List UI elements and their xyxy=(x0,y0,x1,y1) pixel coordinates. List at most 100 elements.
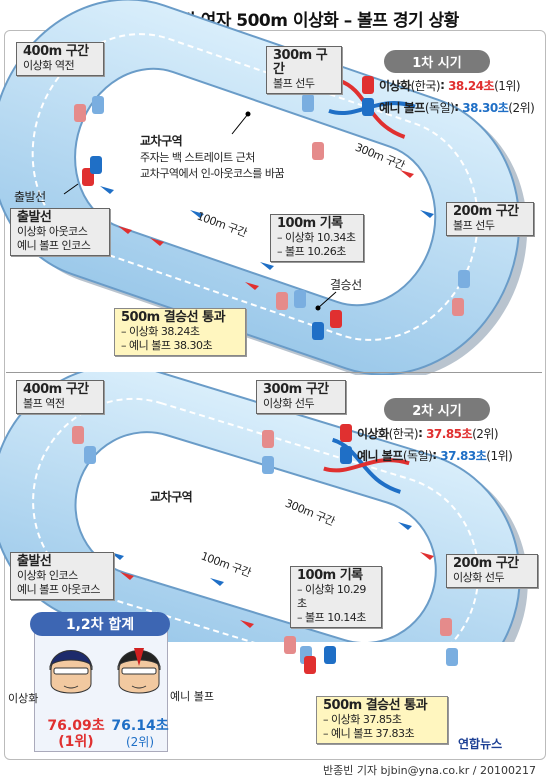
callout-text: 볼프 역전 xyxy=(23,397,65,410)
skater-blue-marker xyxy=(84,446,96,464)
cross-zone-note: 주자는 백 스트레이트 근처 xyxy=(140,151,255,164)
legend-name: 이상화 xyxy=(379,78,411,93)
skater-red-marker xyxy=(440,618,452,636)
skater-red-marker xyxy=(452,298,464,316)
skater-red-marker xyxy=(276,292,288,310)
skater-red-marker xyxy=(262,430,274,448)
callout-text: – 이상화 10.34초 xyxy=(277,231,356,244)
legend-time: 38.30초 xyxy=(462,100,509,115)
callout-text: 이상화 아웃코스 xyxy=(17,225,88,238)
skater-red-marker xyxy=(74,104,86,122)
race1-200m-callout: 200m 구간 볼프 선두 xyxy=(446,202,534,236)
lee-helmet-illustration xyxy=(49,650,93,694)
credit-line: 반종빈 기자 bjbin@yna.co.kr / 20100217 xyxy=(322,764,536,777)
legend-row-lee: 이상화 (한국): 37.85초 (2위) xyxy=(340,422,512,444)
race2-100m-callout: 100m 기록 – 이상화 10.29초 – 볼프 10.14초 xyxy=(290,566,382,628)
race1-heading: 1차 시기 xyxy=(384,50,490,73)
race2-300m-callout: 300m 구간 이상화 선두 xyxy=(256,380,346,414)
callout-title: 200m 구간 xyxy=(453,204,519,219)
legend-rank: (1위) xyxy=(494,78,521,93)
legend-swatch-red xyxy=(340,424,352,442)
callout-text: – 이상화 37.85초 xyxy=(323,713,402,726)
callout-title: 400m 구간 xyxy=(23,44,89,59)
legend-rank: (2위) xyxy=(508,100,535,115)
skater-red-marker xyxy=(72,426,84,444)
callout-text: – 예니 볼프 38.30초 xyxy=(121,339,213,352)
race1-finish-line-label: 결승선 xyxy=(330,278,362,292)
race1-100m-callout: 100m 기록 – 이상화 10.34초 – 볼프 10.26초 xyxy=(270,214,364,262)
cross-zone-title: 교차구역 xyxy=(140,134,183,148)
race2-start-callout: 출발선 이상화 인코스 예니 볼프 아웃코스 xyxy=(10,552,114,600)
callout-title: 400m 구간 xyxy=(23,382,89,397)
callout-title: 출발선 xyxy=(17,554,52,569)
summary-rank-value: (1위) xyxy=(58,734,94,750)
legend-time: 37.83초 xyxy=(440,448,487,463)
callout-text: 볼프 선두 xyxy=(273,77,315,90)
skater-red-marker xyxy=(330,310,342,328)
race2-200m-callout: 200m 구간 이상화 선두 xyxy=(446,554,538,588)
wolf-helmet-illustration xyxy=(117,648,161,694)
summary-name-lee: 이상화 xyxy=(8,692,39,705)
summary-time-value: 76.09초 xyxy=(47,718,105,734)
summary-rank-value: (2위) xyxy=(125,735,155,749)
legend-rank: (2위) xyxy=(472,426,499,441)
race2-400m-callout: 400m 구간 볼프 역전 xyxy=(16,380,104,414)
logo: 연합뉴스 xyxy=(458,737,503,751)
callout-title: 100m 기록 xyxy=(277,216,343,231)
callout-title: 300m 구간 xyxy=(263,382,329,397)
legend-name: 예니 볼프 xyxy=(357,448,403,463)
skater-blue-marker xyxy=(262,456,274,474)
race1-400m-callout: 400m 구간 이상화 역전 xyxy=(16,42,104,76)
legend-name: 예니 볼프 xyxy=(379,100,425,115)
section-divider xyxy=(6,372,542,373)
legend-country: (한국) xyxy=(388,426,419,441)
callout-text: – 볼프 10.14초 xyxy=(297,611,366,624)
callout-title: 200m 구간 xyxy=(453,556,519,571)
track-1 xyxy=(0,0,528,375)
callout-title: 100m 기록 xyxy=(297,568,363,583)
frame xyxy=(4,30,546,760)
callout-text: 예니 볼프 아웃코스 xyxy=(17,583,100,596)
legend-time: 37.85초 xyxy=(426,426,473,441)
race1-start-line-label: 출발선 xyxy=(14,190,46,204)
skater-blue-marker xyxy=(312,322,324,340)
callout-title: 출발선 xyxy=(17,210,52,225)
skater-red-marker xyxy=(312,142,324,160)
callout-text: – 이상화 10.29초 xyxy=(297,583,366,610)
legend-swatch-blue xyxy=(340,446,352,464)
skater-blue-marker xyxy=(302,94,314,112)
race2-cross-zone: 교차구역 xyxy=(150,490,193,504)
legend-rank: (1위) xyxy=(486,448,513,463)
legend-row-wolf: 예니 볼프 (독일): 38.30초 (2위) xyxy=(362,96,535,118)
legend-row-wolf: 예니 볼프 (독일): 37.83초 (1위) xyxy=(340,444,513,466)
legend-name: 이상화 xyxy=(357,426,389,441)
legend-country: (독일) xyxy=(402,448,433,463)
skater-blue-marker xyxy=(446,648,458,666)
callout-text: 이상화 인코스 xyxy=(17,569,78,582)
skater-blue-marker xyxy=(294,290,306,308)
skater-red-marker xyxy=(304,656,316,674)
skater-blue-marker xyxy=(92,96,104,114)
skater-red-marker xyxy=(284,636,296,654)
callout-text: 예니 볼프 인코스 xyxy=(17,239,91,252)
race1-start-callout: 출발선 이상화 아웃코스 예니 볼프 인코스 xyxy=(10,208,110,256)
summary-time-lee: 76.09초 (1위) xyxy=(46,718,106,750)
race1-legend: 이상화 (한국): 38.24초 (1위) 예니 볼프 (독일): 38.30초… xyxy=(362,74,535,118)
summary-time-wolf: 76.14초 (2위) xyxy=(110,718,170,750)
legend-swatch-blue xyxy=(362,98,374,116)
callout-text: – 예니 볼프 37.83초 xyxy=(323,727,415,740)
skater-blue-marker xyxy=(90,156,102,174)
summary-heading: 1,2차 합계 xyxy=(30,612,170,636)
summary-name-wolf: 예니 볼프 xyxy=(170,690,214,703)
race2-legend: 이상화 (한국): 37.85초 (2위) 예니 볼프 (독일): 37.83초… xyxy=(340,422,513,466)
legend-swatch-red xyxy=(362,76,374,94)
callout-text: 이상화 역전 xyxy=(23,59,75,72)
callout-text: 이상화 선두 xyxy=(453,571,505,584)
race1-cross-zone: 교차구역 주자는 백 스트레이트 근처 교차구역에서 인-아웃코스를 바꿈 xyxy=(140,132,285,181)
legend-row-lee: 이상화 (한국): 38.24초 (1위) xyxy=(362,74,534,96)
legend-time: 38.24초 xyxy=(448,78,495,93)
skater-blue-marker xyxy=(324,646,336,664)
callout-title: 500m 결승선 통과 xyxy=(121,310,226,325)
callout-title: 300m 구간 xyxy=(273,48,328,77)
callout-title: 500m 결승선 통과 xyxy=(323,698,428,713)
